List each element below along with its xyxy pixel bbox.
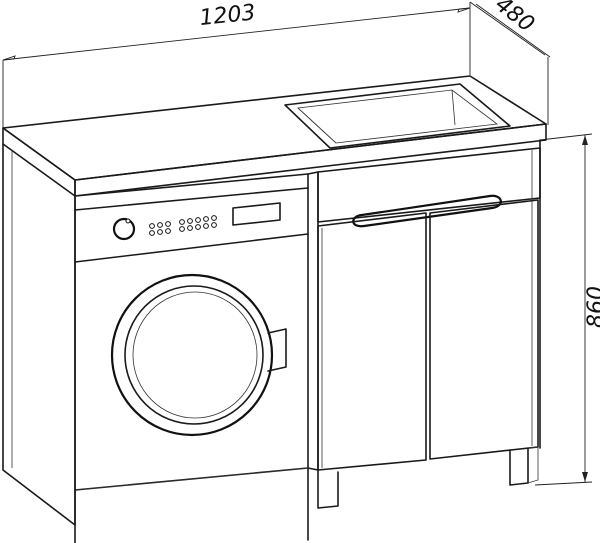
- right-cabinet: [317, 139, 541, 509]
- width-label: 1203: [198, 0, 256, 31]
- cabinet-leg-front-right: [509, 447, 529, 486]
- washing-machine: [74, 171, 319, 543]
- left-side-panel: [2, 143, 76, 526]
- cabinet-leg-front-left: [317, 469, 339, 509]
- program-knob-icon: [112, 217, 136, 241]
- left-door: [317, 212, 427, 471]
- drawer-handle: [352, 194, 502, 228]
- depth-dimension: 480: [469, 0, 551, 125]
- right-door: [429, 199, 539, 460]
- height-dimension: 860: [534, 133, 600, 486]
- washer-door: [110, 273, 287, 437]
- control-buttons: [149, 215, 217, 236]
- height-label: 860: [584, 286, 600, 328]
- countertop: [2, 75, 547, 197]
- display-panel: [232, 202, 281, 226]
- sink-basin: [284, 83, 511, 149]
- width-dimension: 1203: [2, 0, 471, 150]
